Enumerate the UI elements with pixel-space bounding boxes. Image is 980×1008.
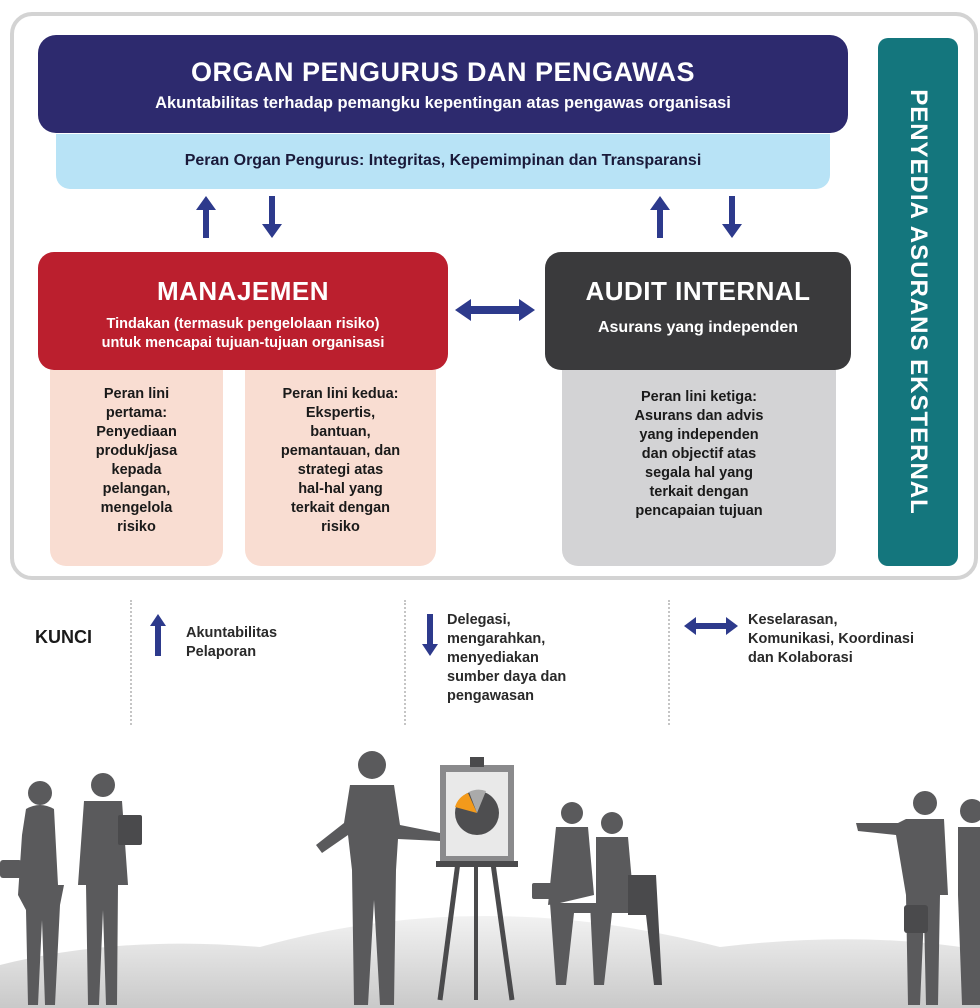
second-line-text: terkait dengan (290, 500, 391, 516)
governing-body-role: Peran Organ Pengurus: Integritas, Kepemi… (56, 134, 830, 189)
third-line-text: yang independen (639, 427, 759, 443)
third-line-text: segala hal yang (645, 465, 753, 481)
second-line-role-box: Peran lini kedua: Ekspertis, bantuan, pe… (245, 370, 436, 566)
external-assurance-title: PENYEDIA ASURANS EKSTERNAL (905, 89, 932, 515)
legend-down-line: menyediakan (447, 650, 539, 666)
first-line-text: kepada (111, 462, 162, 478)
governing-body-subtitle: Akuntabilitas terhadap pemangku kepentin… (155, 94, 731, 112)
governing-body-title: ORGAN PENGURUS DAN PENGAWAS (190, 57, 696, 87)
internal-audit-box: AUDIT INTERNAL Asurans yang independen (545, 252, 851, 370)
legend-divider (668, 600, 670, 725)
first-line-text: produk/jasa (95, 443, 178, 459)
arrow-down-icon (262, 196, 282, 238)
first-line-text: Penyediaan (96, 424, 177, 440)
legend-down-line: sumber daya dan (447, 669, 567, 685)
man-silhouette (78, 773, 142, 1005)
third-line-text: Asurans dan advis (634, 408, 764, 424)
second-line-text: bantuan, (310, 424, 371, 440)
second-line-text: risiko (321, 519, 360, 535)
legend-both-line: Komunikasi, Koordinasi (748, 631, 914, 647)
management-title: MANAJEMEN (156, 276, 330, 306)
third-line-text: dan objectif atas (641, 446, 757, 462)
management-box: MANAJEMEN Tindakan (termasuk pengelolaan… (38, 252, 448, 370)
legend-arrow-down-icon (422, 614, 438, 656)
right-men-silhouette (856, 791, 980, 1005)
people-illustration (0, 751, 980, 1008)
legend-down-line: Delegasi, (447, 612, 511, 628)
management-subtitle-line: untuk mencapai tujuan-tujuan organisasi (101, 335, 385, 351)
first-line-text: mengelola (100, 500, 173, 516)
legend-divider (130, 600, 132, 725)
legend-both-line: dan Kolaborasi (748, 650, 853, 666)
legend-down-text: Delegasi, mengarahkan, menyediakan sumbe… (447, 611, 566, 706)
third-line-text: pencapaian tujuan (635, 503, 763, 519)
first-line-role-box: Peran lini pertama: Penyediaan produk/ja… (50, 370, 223, 566)
second-line-text: strategi atas (297, 462, 384, 478)
easel-shape (436, 757, 518, 1001)
legend-both-text: Keselarasan, Komunikasi, Koordinasi dan … (748, 611, 914, 668)
presenter-silhouette (316, 751, 440, 1005)
third-line-text: Peran lini ketiga: (640, 389, 758, 405)
legend-down-line: pengawasan (447, 688, 535, 704)
legend-both-line: Keselarasan, (748, 612, 838, 628)
legend-divider (404, 600, 406, 725)
seated-people-silhouette (532, 802, 662, 985)
internal-audit-subtitle: Asurans yang independen (597, 319, 799, 336)
internal-audit-title: AUDIT INTERNAL (585, 276, 811, 306)
external-assurance-box: PENYEDIA ASURANS EKSTERNAL (878, 38, 958, 566)
woman-silhouette (0, 781, 64, 1005)
legend-title: KUNCI (35, 627, 92, 647)
second-line-text: Peran lini kedua: (282, 386, 399, 402)
first-line-text: pelangan, (102, 481, 171, 497)
arrow-up-icon (650, 196, 670, 238)
second-line-text: pemantauan, dan (280, 443, 401, 459)
first-line-text: Peran lini (103, 386, 170, 402)
floor-shape (0, 916, 980, 1008)
third-line-text: terkait dengan (649, 484, 749, 500)
legend-arrow-up-icon (150, 614, 166, 656)
legend-down-line: mengarahkan, (447, 631, 546, 647)
first-line-text: pertama: (105, 405, 168, 421)
arrow-down-icon (722, 196, 742, 238)
management-subtitle-line: Tindakan (termasuk pengelolaan risiko) (106, 316, 380, 332)
double-arrow-icon (455, 299, 535, 321)
second-line-text: hal-hal yang (298, 481, 383, 497)
management-subtitle: Tindakan (termasuk pengelolaan risiko) u… (38, 315, 448, 353)
legend-double-arrow-icon (684, 617, 738, 635)
legend-up-line: Pelaporan (186, 644, 257, 660)
legend-up-line: Akuntabilitas (186, 625, 278, 641)
legend-up-text: Akuntabilitas Pelaporan (186, 624, 277, 662)
second-line-text: Ekspertis, (305, 405, 376, 421)
arrow-up-icon (196, 196, 216, 238)
third-line-role-box: Peran lini ketiga: Asurans dan advis yan… (562, 370, 836, 566)
governing-body-box: ORGAN PENGURUS DAN PENGAWAS Akuntabilita… (38, 35, 848, 133)
first-line-text: risiko (117, 519, 156, 535)
